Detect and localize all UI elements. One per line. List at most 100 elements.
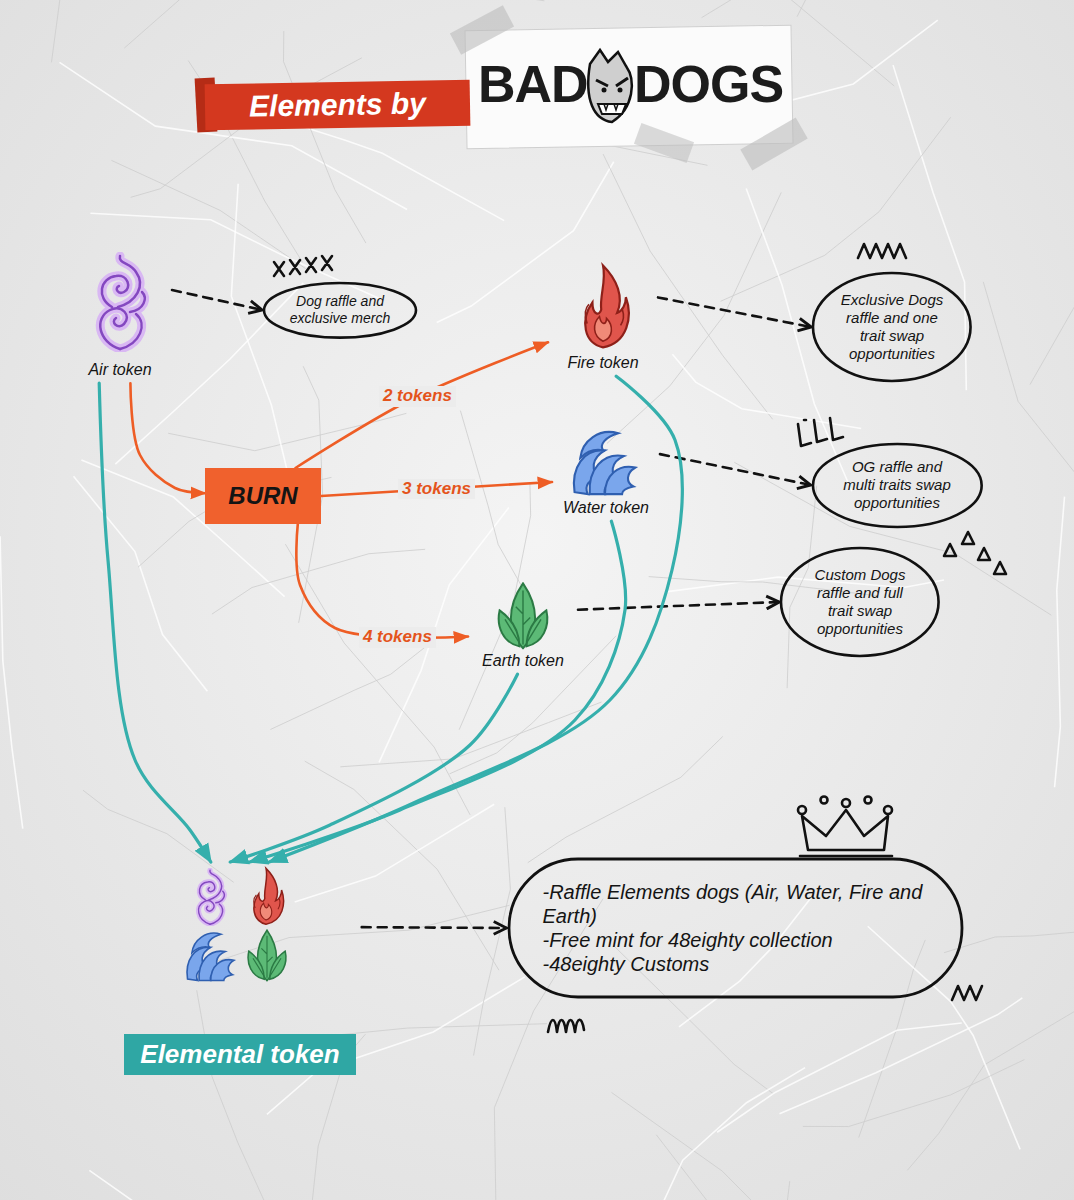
node-body: Earth token bbox=[468, 651, 578, 670]
dashed-arrow bbox=[578, 602, 779, 610]
paper-crease bbox=[667, 1181, 790, 1200]
node-body: Dog raffle and exclusive merch bbox=[286, 293, 394, 327]
elemental-token-icon-part bbox=[248, 930, 286, 980]
node-body: BURN bbox=[228, 482, 297, 511]
dashed-arrow bbox=[658, 297, 811, 327]
node-text: OG raffle and multi traits swap opportun… bbox=[837, 458, 957, 512]
scribble-doodle bbox=[548, 1020, 584, 1032]
node-text: Fire token bbox=[567, 353, 638, 372]
elemental-token-icon-part bbox=[254, 868, 284, 924]
paper-crease bbox=[1055, 497, 1065, 788]
crown-doodle bbox=[821, 797, 828, 804]
paper-crease bbox=[168, 413, 406, 450]
node-text: Exclusive Dogs raffle and one trait swap… bbox=[836, 291, 948, 363]
crown-doodle bbox=[802, 810, 888, 850]
node-body: -Raffle Elements dogs (Air, Water, Fire … bbox=[543, 880, 928, 976]
merge-arrow bbox=[99, 383, 211, 862]
edge-label: 4 tokens bbox=[359, 627, 436, 647]
paper-crease bbox=[124, 0, 321, 48]
burn-arrow bbox=[295, 342, 548, 468]
logo-dog-head-part bbox=[604, 104, 618, 110]
node-text: -Raffle Elements dogs (Air, Water, Fire … bbox=[543, 880, 928, 928]
node-text: Water token bbox=[563, 498, 649, 517]
paper-crease bbox=[90, 213, 383, 300]
elemental-token-icon-part bbox=[199, 870, 225, 924]
bubble-outline bbox=[509, 859, 962, 997]
node-body: Water token bbox=[552, 498, 660, 517]
paper-crease bbox=[983, 282, 1074, 549]
paper-crease bbox=[603, 154, 773, 419]
paper-crease bbox=[868, 926, 1020, 1149]
elemental-token-icon-part bbox=[187, 933, 234, 980]
paper-crease bbox=[212, 549, 425, 614]
burn-box: BURN bbox=[205, 468, 321, 524]
water-token-icon bbox=[574, 432, 635, 494]
elemental-token-node: Elemental token bbox=[118, 862, 361, 1079]
crown-doodle bbox=[800, 855, 892, 858]
zigzag-doodle bbox=[858, 244, 906, 258]
node-text: Custom Dogs raffle and full trait swap o… bbox=[804, 566, 916, 638]
reward-bubble: Dog raffle and exclusive merch bbox=[262, 281, 418, 340]
bubble-outline bbox=[507, 857, 964, 999]
node-body: Custom Dogs raffle and full trait swap o… bbox=[804, 566, 916, 638]
paper-crease bbox=[641, 1068, 805, 1200]
paper-crease bbox=[270, 644, 429, 730]
logo-dog-head-part bbox=[596, 78, 628, 86]
token-node: Water token bbox=[552, 418, 660, 521]
paper-crease bbox=[803, 1060, 1025, 1127]
token-node: Air token bbox=[68, 250, 172, 383]
paper-crease bbox=[284, 31, 366, 243]
logo-dog-head-part bbox=[618, 88, 623, 93]
merge-arrow bbox=[269, 376, 682, 862]
node-text: Dog raffle and exclusive merch bbox=[286, 293, 394, 327]
node-body: Exclusive Dogs raffle and one trait swap… bbox=[836, 291, 948, 363]
token-node: Earth token bbox=[468, 575, 578, 674]
paper-crease bbox=[944, 926, 1074, 952]
paper-crease bbox=[197, 990, 265, 1200]
bubble-outline bbox=[264, 283, 416, 338]
logo-paper bbox=[450, 5, 808, 170]
bubble-outline bbox=[781, 548, 939, 656]
logo-word: BAD bbox=[478, 56, 588, 113]
node-text: BURN bbox=[228, 482, 297, 511]
merge-arrow bbox=[250, 521, 626, 862]
paper-crease bbox=[717, 1023, 962, 1132]
crown-doodle bbox=[884, 806, 892, 814]
paper-crease bbox=[460, 411, 533, 608]
paper-crease bbox=[779, 998, 1022, 1114]
node-body: OG raffle and multi traits swap opportun… bbox=[837, 458, 957, 512]
dashed-arrow bbox=[362, 926, 507, 929]
logo-dog-head bbox=[588, 50, 632, 122]
bubble-outline bbox=[813, 444, 982, 527]
crown-doodle bbox=[865, 797, 872, 804]
paper-crease bbox=[51, 0, 79, 62]
paper-crease bbox=[437, 162, 614, 323]
logo-paper-part bbox=[740, 118, 807, 171]
reward-bubble: OG raffle and multi traits swap opportun… bbox=[811, 442, 984, 529]
burn-arrow bbox=[130, 383, 205, 493]
paper-crease bbox=[607, 192, 781, 443]
paper-crease bbox=[474, 807, 511, 1055]
token-node: Fire token bbox=[548, 255, 658, 376]
logo-paper-part bbox=[634, 123, 694, 163]
earth-token-icon bbox=[499, 583, 548, 648]
node-text: -Free mint for 48eighty collection bbox=[543, 928, 928, 952]
crown-doodle bbox=[798, 806, 806, 814]
scribble-doodle bbox=[798, 418, 843, 446]
paper-crease bbox=[1030, 156, 1074, 385]
node-text: Air token bbox=[88, 360, 151, 379]
logo-dog-head-part bbox=[602, 88, 607, 93]
paper-crease bbox=[528, 736, 723, 862]
zigzag-doodle bbox=[952, 986, 982, 1000]
logo-word: DOGS bbox=[634, 56, 783, 113]
paper-crease bbox=[197, 905, 509, 967]
logo-paper-part bbox=[465, 25, 793, 149]
paper-crease bbox=[721, 117, 951, 301]
air-token-icon bbox=[100, 256, 144, 349]
logo-paper-part bbox=[450, 5, 514, 54]
